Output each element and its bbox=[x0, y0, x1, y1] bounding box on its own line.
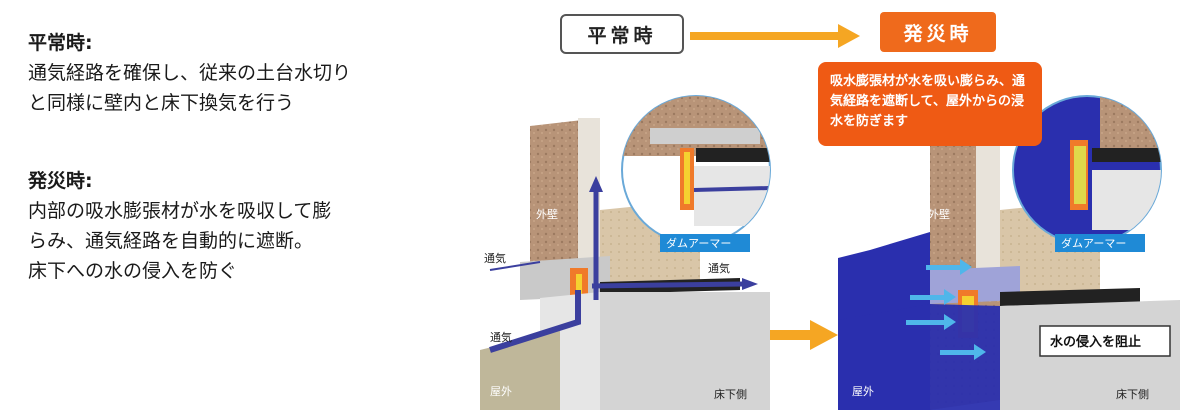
left-outer-wall-label: 外壁 bbox=[536, 207, 558, 221]
left-air-label-top: 通気 bbox=[484, 251, 506, 265]
normal-zoom bbox=[621, 95, 771, 245]
middle-arrow bbox=[760, 320, 838, 350]
left-air-label-right: 通気 bbox=[708, 261, 730, 275]
left-underfloor-label: 床下側 bbox=[714, 387, 747, 401]
normal-state-label: 平常時 bbox=[560, 14, 684, 54]
right-outdoor-label: 屋外 bbox=[852, 385, 874, 398]
right-product-label: ダムアーマー bbox=[1061, 236, 1126, 250]
left-air-label-bottom: 通気 bbox=[490, 330, 512, 344]
disaster-state-label: 発災時 bbox=[880, 12, 996, 52]
disaster-line-1: 内部の吸水膨張材が水を吸収して膨 bbox=[28, 200, 332, 222]
left-outdoor-label: 屋外 bbox=[490, 385, 512, 398]
disaster-heading: 発災時: bbox=[28, 170, 93, 192]
normal-heading: 平常時: bbox=[28, 32, 93, 54]
right-outer-wall-label: 外壁 bbox=[928, 207, 950, 221]
block-label: 水の侵入を阻止 bbox=[1050, 334, 1141, 350]
disaster-callout: 吸水膨張材が水を吸い膨らみ、通気経路を遮断して、屋外からの浸水を防ぎます bbox=[818, 62, 1042, 146]
normal-diagram bbox=[480, 118, 770, 410]
right-underfloor-label: 床下側 bbox=[1116, 387, 1149, 401]
top-arrow bbox=[690, 24, 860, 48]
normal-line-2: と同様に壁内と床下換気を行う bbox=[28, 92, 295, 114]
left-product-label: ダムアーマー bbox=[666, 236, 731, 250]
normal-line-1: 通気経路を確保し、従来の土台水切り bbox=[28, 62, 352, 84]
disaster-line-3: 床下への水の侵入を防ぐ bbox=[28, 260, 238, 282]
disaster-line-2: らみ、通気経路を自動的に遮断。 bbox=[28, 230, 314, 252]
